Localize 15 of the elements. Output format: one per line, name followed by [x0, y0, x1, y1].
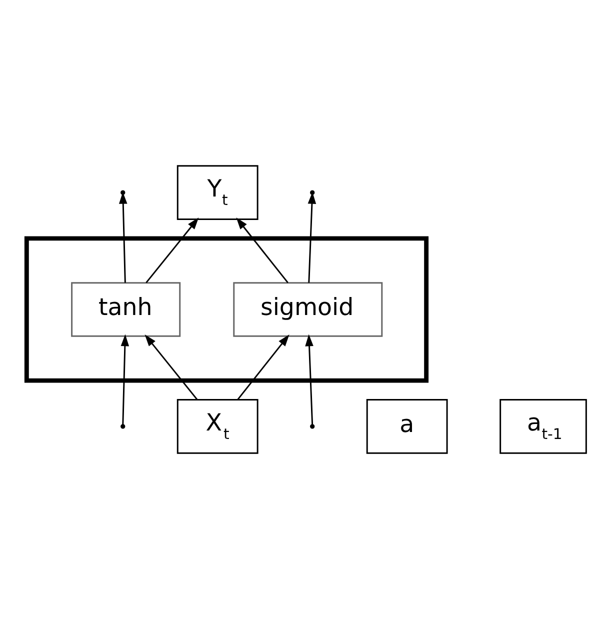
arrow	[146, 218, 199, 284]
node-box: a$_{t-1}$	[500, 399, 587, 454]
node-box: X$_{t}$	[176, 399, 258, 454]
node-box: a	[366, 399, 448, 454]
node-box: Y$_{t}$	[176, 165, 258, 220]
arrow	[237, 334, 290, 400]
arrow	[144, 334, 198, 400]
arrow	[120, 334, 130, 425]
arrow	[118, 192, 128, 283]
cluster	[24, 236, 429, 383]
arrow	[305, 334, 314, 425]
arrow	[308, 192, 316, 283]
node-box: sigmoid	[233, 282, 383, 337]
arrow	[236, 218, 288, 284]
node-box: tanh	[71, 282, 181, 337]
